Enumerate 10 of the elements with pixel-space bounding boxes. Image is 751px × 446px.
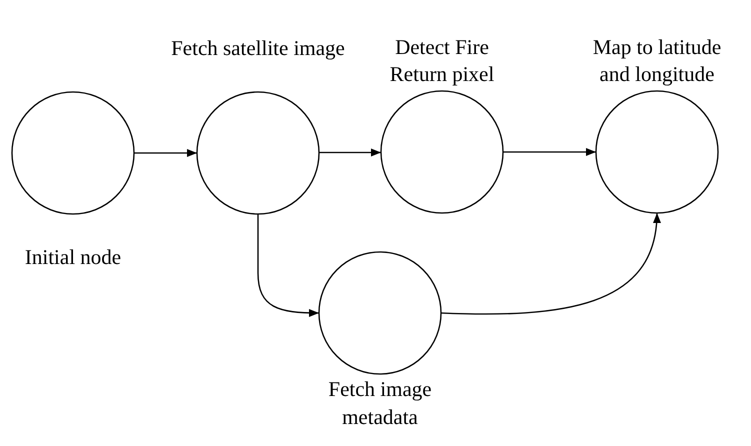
node-label: Detect Fire Return pixel (388, 34, 496, 88)
arrow (503, 148, 596, 156)
arrow (134, 149, 197, 157)
node-label: Fetch satellite image (170, 35, 346, 62)
node-label: Map to latitude and longitude (592, 34, 722, 88)
arrow (440, 212, 660, 315)
arrow (319, 148, 381, 156)
arrow (257, 214, 319, 317)
node-label: Fetch image metadata (327, 376, 433, 431)
node-label: Initial node (24, 244, 122, 271)
